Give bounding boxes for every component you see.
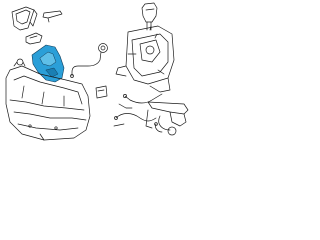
console-body — [5, 65, 91, 141]
cable-part — [118, 93, 163, 109]
parking-brake-lever — [145, 101, 189, 136]
bracket-part — [42, 10, 63, 23]
clip-left — [13, 58, 26, 67]
shift-knob — [141, 2, 158, 31]
shift-bezel-highlighted — [31, 44, 65, 83]
connector-part — [95, 85, 108, 99]
clip-part — [25, 32, 43, 45]
upper-trim-panel — [11, 6, 38, 31]
shifter-assembly — [115, 25, 175, 93]
parts-diagram — [5, 2, 189, 141]
lower-cable — [113, 113, 157, 127]
wire-harness — [154, 122, 163, 133]
knob-with-cable — [70, 43, 108, 78]
